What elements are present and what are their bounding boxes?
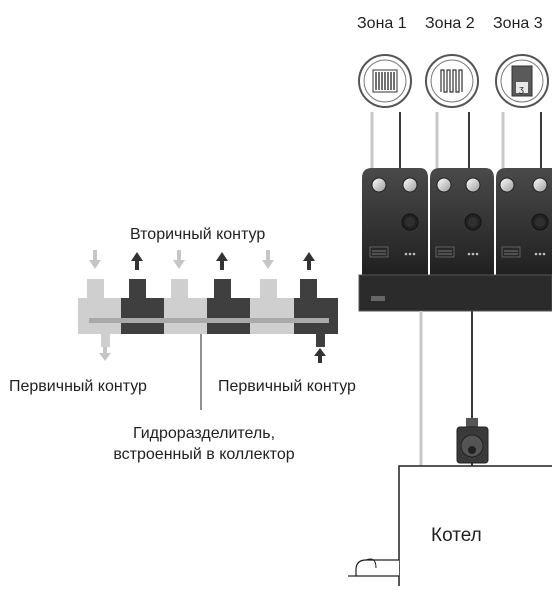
primary-circuit-left-label: Первичный контур bbox=[9, 378, 147, 395]
svg-text:ʒ: ʒ bbox=[519, 84, 524, 94]
manifold-base bbox=[358, 274, 552, 312]
return-arrow-2 bbox=[173, 250, 185, 269]
secondary-circuit-label: Вторичный контур bbox=[130, 226, 266, 243]
hydro-separator-label-line1: Гидроразделитель, bbox=[132, 425, 276, 442]
burner-icon bbox=[348, 558, 399, 577]
zone-3-label: Зона 3 bbox=[493, 15, 543, 32]
zone-1-label: Зона 1 bbox=[357, 15, 407, 32]
supply-arrow-3 bbox=[303, 252, 315, 270]
boiler-pump bbox=[456, 418, 489, 464]
supply-arrow-1 bbox=[131, 252, 143, 270]
primary-supply-arrow bbox=[314, 348, 326, 363]
mixing-module-1 bbox=[362, 168, 428, 280]
towel-rail-icon: ʒ bbox=[495, 54, 549, 108]
return-arrow-3 bbox=[262, 250, 274, 269]
zone-supply-pipes bbox=[370, 112, 542, 175]
primary-return-arrow bbox=[99, 347, 111, 361]
return-arrow-1 bbox=[89, 250, 101, 269]
radiator-icon bbox=[358, 54, 412, 108]
primary-circuit-right-label: Первичный контур bbox=[218, 378, 356, 395]
boiler-label: Котел bbox=[431, 525, 482, 546]
hydro-separator-label-line2: встроенный в коллектор bbox=[113, 446, 295, 463]
boiler bbox=[398, 465, 552, 586]
mixing-module-3 bbox=[496, 168, 552, 280]
supply-arrow-2 bbox=[216, 252, 228, 270]
zone-2-label: Зона 2 bbox=[425, 15, 475, 32]
mixing-module-2 bbox=[430, 168, 494, 280]
hydro-separator-diagram bbox=[78, 250, 338, 410]
floor-heating-icon bbox=[425, 54, 479, 108]
